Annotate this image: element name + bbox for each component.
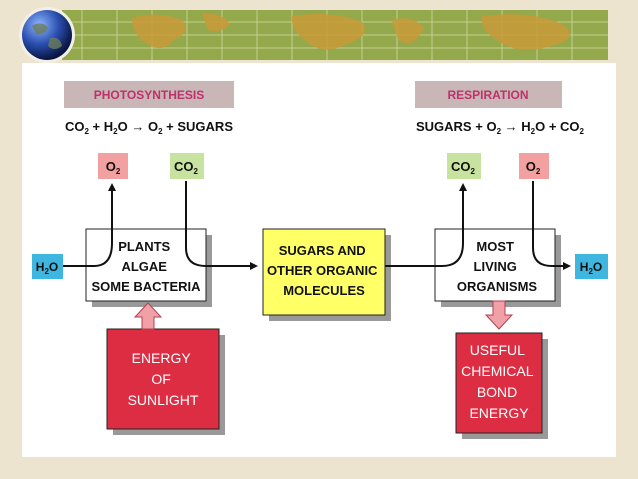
o2-to-water-arrow: [532, 181, 571, 270]
photosynthesis-o2-label: O2: [106, 159, 121, 176]
carbon-oxygen-cycle-diagram: PHOTOSYNTHESIS CO2 + H2O → O2 + SUGARS R…: [32, 81, 608, 439]
photosynthesis-title: PHOTOSYNTHESIS: [94, 88, 204, 102]
diagram-panel: PHOTOSYNTHESIS CO2 + H2O → O2 + SUGARS R…: [22, 63, 616, 457]
consumers-label: MOST LIVING ORGANISMS: [457, 239, 538, 294]
map-grid-pattern: [62, 10, 608, 60]
globe-icon: [18, 6, 76, 64]
water-to-o2-arrow: [63, 183, 116, 267]
photosynthesis-equation: CO2 + H2O → O2 + SUGARS: [65, 119, 233, 136]
water-output-label: H2O: [580, 260, 602, 276]
useful-energy-down-arrow: [484, 300, 514, 330]
sunlight-energy-box: [106, 328, 220, 430]
photosynthesis-co2-label: CO2: [174, 159, 199, 176]
sunlight-energy-label: ENERGY OF SUNLIGHT: [128, 350, 199, 408]
water-output-box: [575, 254, 608, 279]
respiration-o2-box: [519, 153, 549, 179]
photosynthesis-o2-box: [98, 153, 128, 179]
useful-energy-box: [455, 332, 543, 434]
sugars-label: SUGARS AND OTHER ORGANIC MOLECULES: [267, 243, 381, 298]
sugars-to-co2-arrow: [385, 183, 467, 267]
photosynthesis-co2-box: [170, 153, 204, 179]
useful-energy-label: USEFUL CHEMICAL BOND ENERGY: [461, 342, 537, 421]
respiration-o2-label: O2: [526, 159, 541, 176]
sunlight-up-arrow: [133, 302, 163, 330]
world-map-banner: [62, 10, 608, 60]
co2-to-sugars-arrow: [185, 181, 258, 270]
respiration-header-box: [415, 81, 562, 108]
sugars-box: [262, 228, 386, 316]
respiration-co2-box: [447, 153, 481, 179]
water-input-label: H2O: [36, 260, 58, 276]
water-input-box: [32, 254, 63, 279]
respiration-equation: SUGARS + O2 → H2O + CO2: [416, 119, 585, 136]
producers-label: PLANTS ALGAE SOME BACTERIA: [91, 239, 201, 294]
respiration-co2-label: CO2: [451, 159, 476, 176]
photosynthesis-header-box: [64, 81, 234, 108]
respiration-title: RESPIRATION: [447, 88, 528, 102]
consumers-box: [434, 228, 556, 302]
